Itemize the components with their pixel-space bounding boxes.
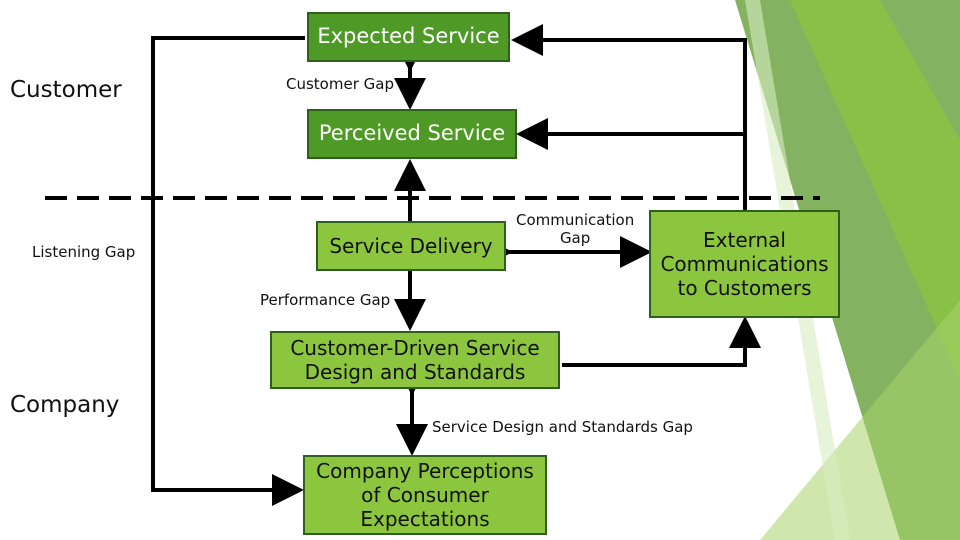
external-to-expected-connector <box>511 24 747 210</box>
customer-label: Customer <box>10 77 122 103</box>
communication-gap-label: Communication Gap <box>516 211 635 247</box>
expected-service-box: Expected Service <box>307 12 510 62</box>
performance-gap-label: Performance Gap <box>260 291 391 309</box>
expected-service-text: Expected Service <box>317 24 500 49</box>
customer-driven-design-text: Customer-Driven Service Design and Stand… <box>290 336 540 384</box>
service-delivery-box: Service Delivery <box>316 221 506 271</box>
design-to-external-connector <box>562 316 761 367</box>
customer-gap-label: Customer Gap <box>286 75 394 93</box>
listening-gap-label: Listening Gap <box>32 243 136 261</box>
decor-right-band-light <box>790 0 960 380</box>
design-standards-gap-label: Service Design and Standards Gap <box>432 418 693 436</box>
service-delivery-text: Service Delivery <box>329 234 493 258</box>
company-label: Company <box>10 392 120 418</box>
company-perceptions-text: Company Perceptions of Consumer Expectat… <box>316 459 534 531</box>
perceived-service-box: Perceived Service <box>307 109 517 159</box>
perceived-service-text: Perceived Service <box>318 121 506 146</box>
left-loop-connector <box>151 36 305 506</box>
company-perceptions-box: Company Perceptions of Consumer Expectat… <box>303 455 547 535</box>
decor-bottom-right-band <box>760 300 960 540</box>
external-communications-text: External Communications to Customers <box>660 228 829 300</box>
customer-driven-design-box: Customer-Driven Service Design and Stand… <box>270 331 560 389</box>
external-communications-box: External Communications to Customers <box>649 210 840 318</box>
